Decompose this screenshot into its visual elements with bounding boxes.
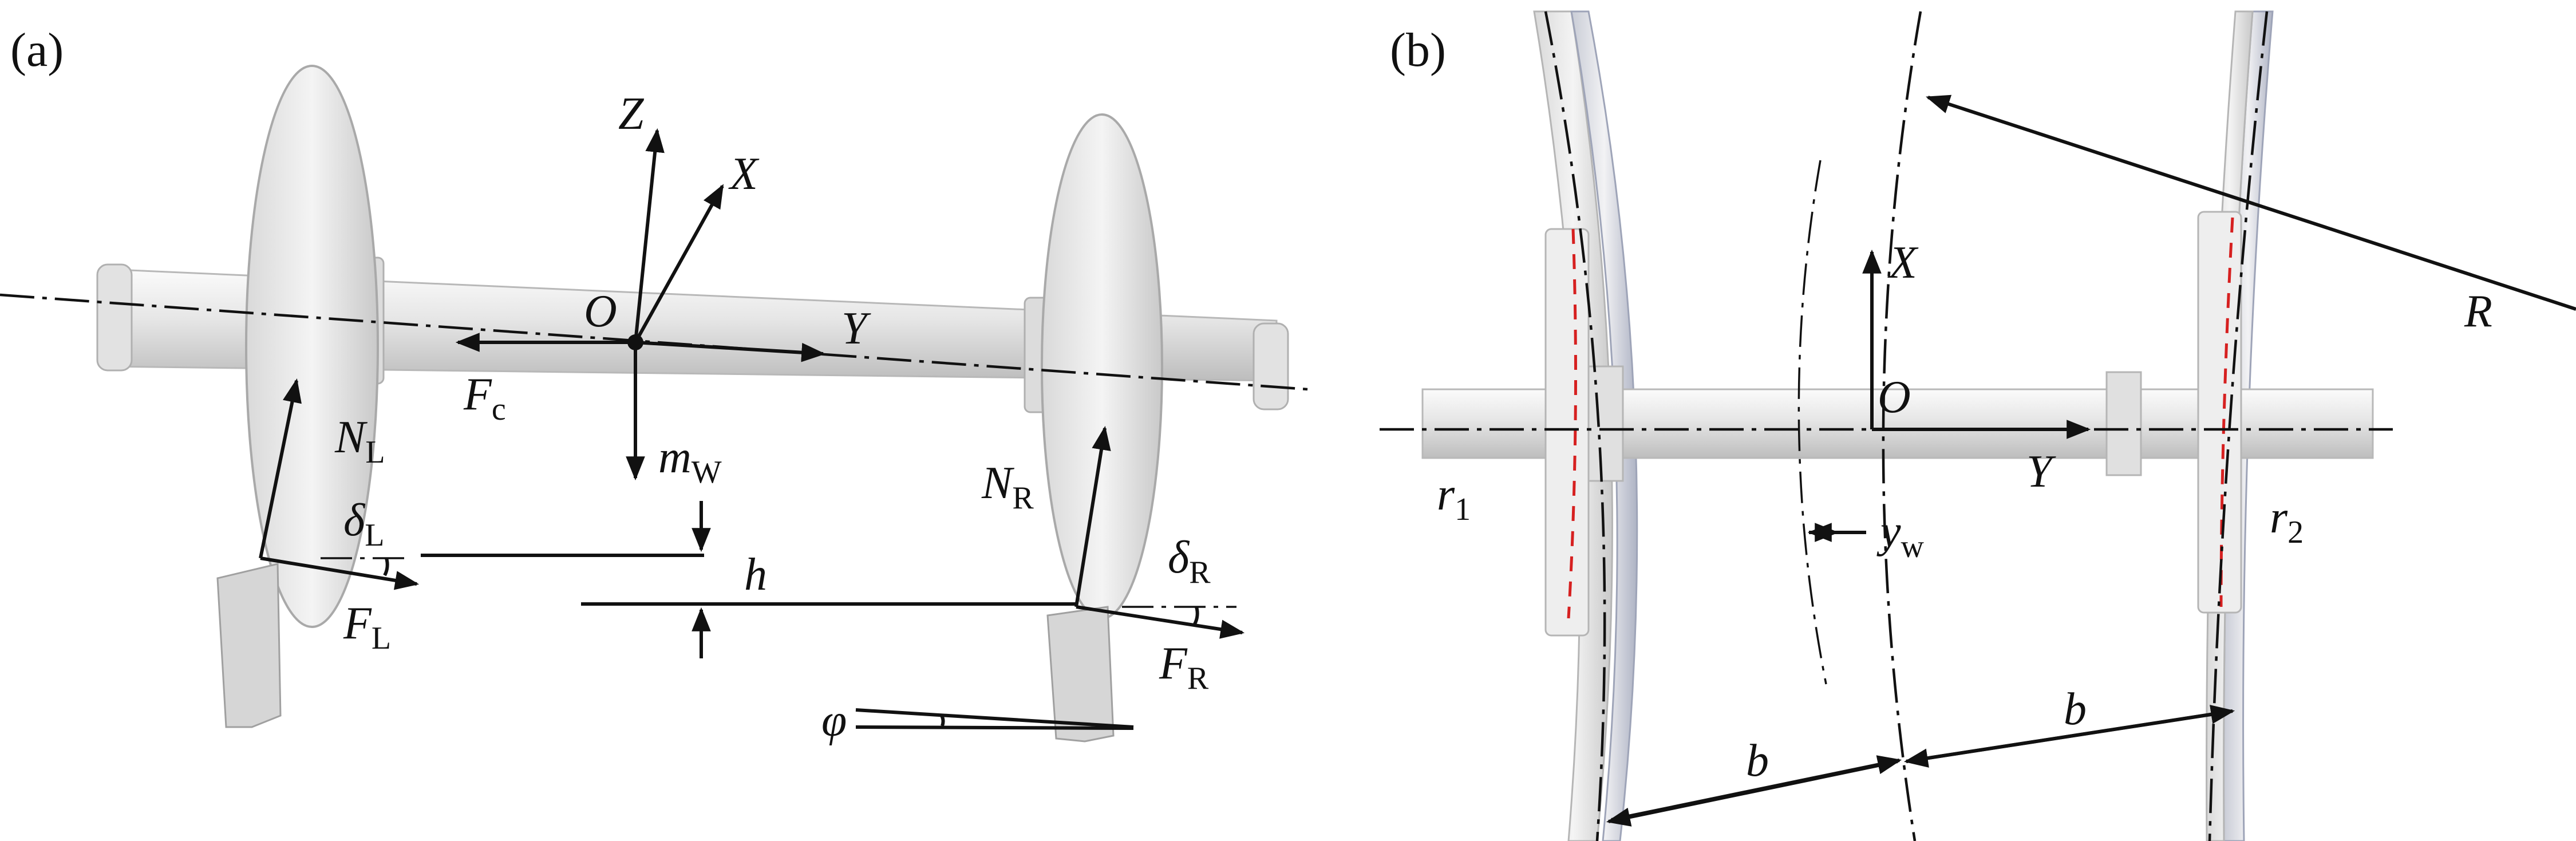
label-b-left: b xyxy=(1746,736,1769,786)
label-b-right: b xyxy=(2064,684,2087,735)
delta-l-angle xyxy=(383,558,389,577)
label-fc: Fc xyxy=(463,369,506,427)
label-x-b: X xyxy=(1887,238,1919,288)
rail-centerline-left xyxy=(1544,11,1606,841)
label-z: Z xyxy=(618,89,645,139)
label-y-b: Y xyxy=(2026,447,2056,497)
label-phi: φ xyxy=(821,696,847,746)
x-axis-arrow-a xyxy=(634,184,724,343)
contact-trace-right xyxy=(2219,217,2234,607)
label-fl: FL xyxy=(343,598,391,656)
label-origin-b: O xyxy=(1878,372,1911,423)
panel-b-tag: (b) xyxy=(1390,23,1446,77)
label-nl: NL xyxy=(334,412,385,470)
label-origin-a: O xyxy=(584,286,617,337)
rail-right-a xyxy=(1046,606,1115,743)
label-h: h xyxy=(744,550,767,600)
hub-left-b xyxy=(1587,365,1624,482)
label-r2: r2 xyxy=(2270,492,2304,550)
label-nr: NR xyxy=(981,458,1034,516)
z-axis-arrow xyxy=(634,128,665,343)
wheelset-a xyxy=(96,65,1289,743)
rail-left-a xyxy=(216,563,282,728)
label-radius: R xyxy=(2464,286,2492,337)
y-axis-arrow-a xyxy=(635,341,826,362)
phi-line-lower xyxy=(855,725,1134,730)
label-x-a: X xyxy=(728,149,760,199)
journal-right-a xyxy=(1253,322,1289,410)
label-delta-l: δL xyxy=(343,495,384,553)
label-r1: r1 xyxy=(1437,469,1471,527)
wheel-disc-right-b xyxy=(2197,211,2242,614)
label-mw: mW xyxy=(658,432,722,490)
nl-arrow xyxy=(259,378,302,559)
delta-r-angle xyxy=(1193,606,1199,625)
contact-trace-left xyxy=(1567,228,1577,619)
journal-left-a xyxy=(96,263,133,372)
b-right-arrow-2 xyxy=(1903,710,2230,768)
rail-left-b xyxy=(1570,10,1638,841)
wheelset-centerline xyxy=(1797,160,1827,685)
rail-centerline-right xyxy=(2208,11,2269,841)
label-fr: FR xyxy=(1159,638,1209,696)
phi-line-upper xyxy=(855,708,1134,729)
panel-a: (a) Z X Y O Fc mW xyxy=(0,23,1309,746)
fr-arrow xyxy=(1076,605,1245,639)
b-left-arrow-2 xyxy=(1611,755,1902,822)
radius-arrow xyxy=(1926,94,2576,311)
track-centerline xyxy=(1882,11,1922,841)
origin-dot-a xyxy=(627,334,643,350)
wheel-left-a xyxy=(245,65,379,628)
nr-arrow xyxy=(1074,425,1111,607)
wheel-right-a xyxy=(1041,113,1163,619)
panel-b: (b) X Y O R r1 r2 xyxy=(1380,10,2576,841)
hub-right-b xyxy=(2105,371,2142,476)
phi-angle xyxy=(940,714,945,727)
fl-arrow xyxy=(260,556,420,590)
label-y-a: Y xyxy=(841,303,871,354)
wheel-disc-left-b xyxy=(1544,228,1590,637)
label-yw: yw xyxy=(1876,507,1925,564)
label-delta-r: δR xyxy=(1168,532,1211,590)
panel-a-tag: (a) xyxy=(10,23,64,77)
